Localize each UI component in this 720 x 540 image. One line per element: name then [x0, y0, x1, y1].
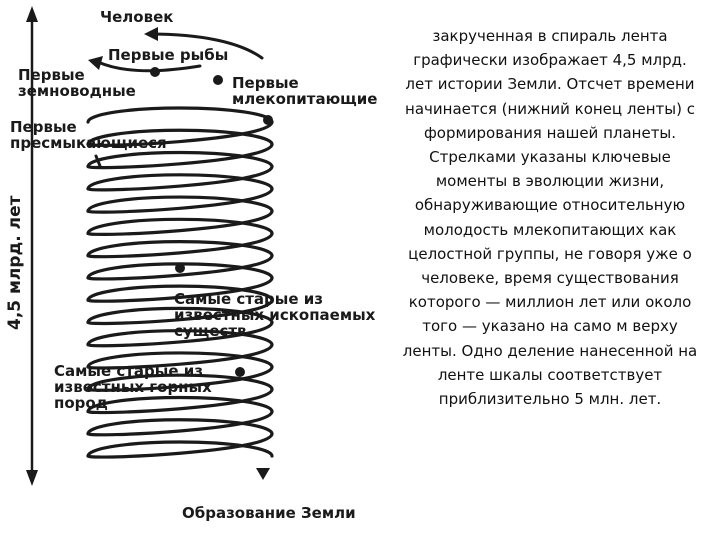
label-oldest-rocks-line3: пород: [54, 394, 108, 412]
label-first-amphibians-line2: земноводные: [18, 82, 136, 100]
spiral-coil-back: [86, 217, 274, 235]
label-oldest-rocks-line1: Самые старые из: [54, 362, 203, 380]
spiral-coil-front: [86, 120, 274, 147]
caption-text: закрученная в спираль лента графически и…: [398, 24, 702, 530]
spiral-coil-front: [86, 432, 274, 459]
label-first-mammals-line2: млекопитающие: [232, 90, 377, 108]
spiral-coil-front: [86, 320, 274, 348]
label-oldest-rocks-line2: известных горных: [54, 378, 212, 396]
spiral-coil-back: [86, 173, 274, 191]
label-first-reptiles-line2: пресмыкающиеся: [10, 134, 167, 152]
axis-down-arrow-icon: [26, 470, 38, 486]
spiral-coil-back: [86, 284, 274, 302]
label-first-reptiles-line1: Первые: [10, 118, 77, 136]
label-first-fish: Первые рыбы: [108, 46, 228, 64]
label-earth-formation: Образование Земли: [182, 504, 356, 522]
reptiles-marker-dot: [263, 115, 273, 125]
spiral-coil-front: [86, 387, 274, 415]
amphibians-arrow-icon: [88, 56, 103, 70]
spiral-coil-front: [86, 298, 274, 326]
fossils-marker-dot: [175, 263, 185, 273]
label-oldest-fossils-line2: известных ископаемых: [174, 306, 376, 324]
spiral-coil-front: [86, 343, 274, 370]
spiral-coil-back: [86, 106, 274, 124]
spiral-coil-front: [86, 231, 274, 259]
spiral-coil-back: [86, 240, 274, 258]
time-axis: 4,5 млрд. лет: [5, 6, 38, 486]
spiral-coil-front: [86, 209, 274, 236]
spiral-coil-back: [86, 395, 274, 414]
spiral-coil-back: [86, 329, 274, 347]
earth-formation-arrow-icon: [256, 468, 270, 480]
reptiles-pointer: [94, 154, 102, 168]
spiral-coil-back: [86, 306, 274, 324]
label-oldest-fossils-line1: Самые старые из: [174, 290, 323, 308]
spiral-coil-front: [86, 276, 274, 303]
spiral-coil-front: [86, 409, 274, 437]
label-first-mammals-line1: Первые: [232, 74, 299, 92]
spiral-coil-front: [86, 365, 274, 392]
label-oldest-fossils-line3: существ: [174, 322, 247, 340]
human-arrow-icon: [144, 27, 158, 41]
spiral-coil-front: [86, 254, 274, 281]
axis-label: 4,5 млрд. лет: [5, 195, 25, 330]
label-human: Человек: [100, 8, 173, 26]
spiral-coil-back: [86, 440, 274, 458]
spiral-coil-back: [86, 195, 274, 213]
earth-history-spiral-diagram: 4,5 млрд. лет Человек Первые рыбы Первые…: [5, 6, 377, 522]
spiral-ribbon: [86, 106, 274, 459]
spiral-coil-back: [86, 373, 274, 391]
spiral-coil-back: [86, 128, 274, 146]
spiral-coil-back: [86, 418, 274, 436]
ribbon-top-end: [148, 32, 264, 60]
spiral-coil-front: [86, 164, 274, 192]
fish-marker-dot: [150, 67, 160, 77]
mammals-marker-dot: [213, 75, 223, 85]
axis-up-arrow-icon: [26, 6, 38, 22]
spiral-coil-front: [86, 187, 274, 214]
spiral-coil-front: [86, 142, 274, 170]
ribbon-top: [88, 27, 273, 480]
spiral-coil-back: [86, 351, 274, 369]
label-first-amphibians-line1: Первые: [18, 66, 85, 84]
rocks-marker-dot: [235, 367, 245, 377]
